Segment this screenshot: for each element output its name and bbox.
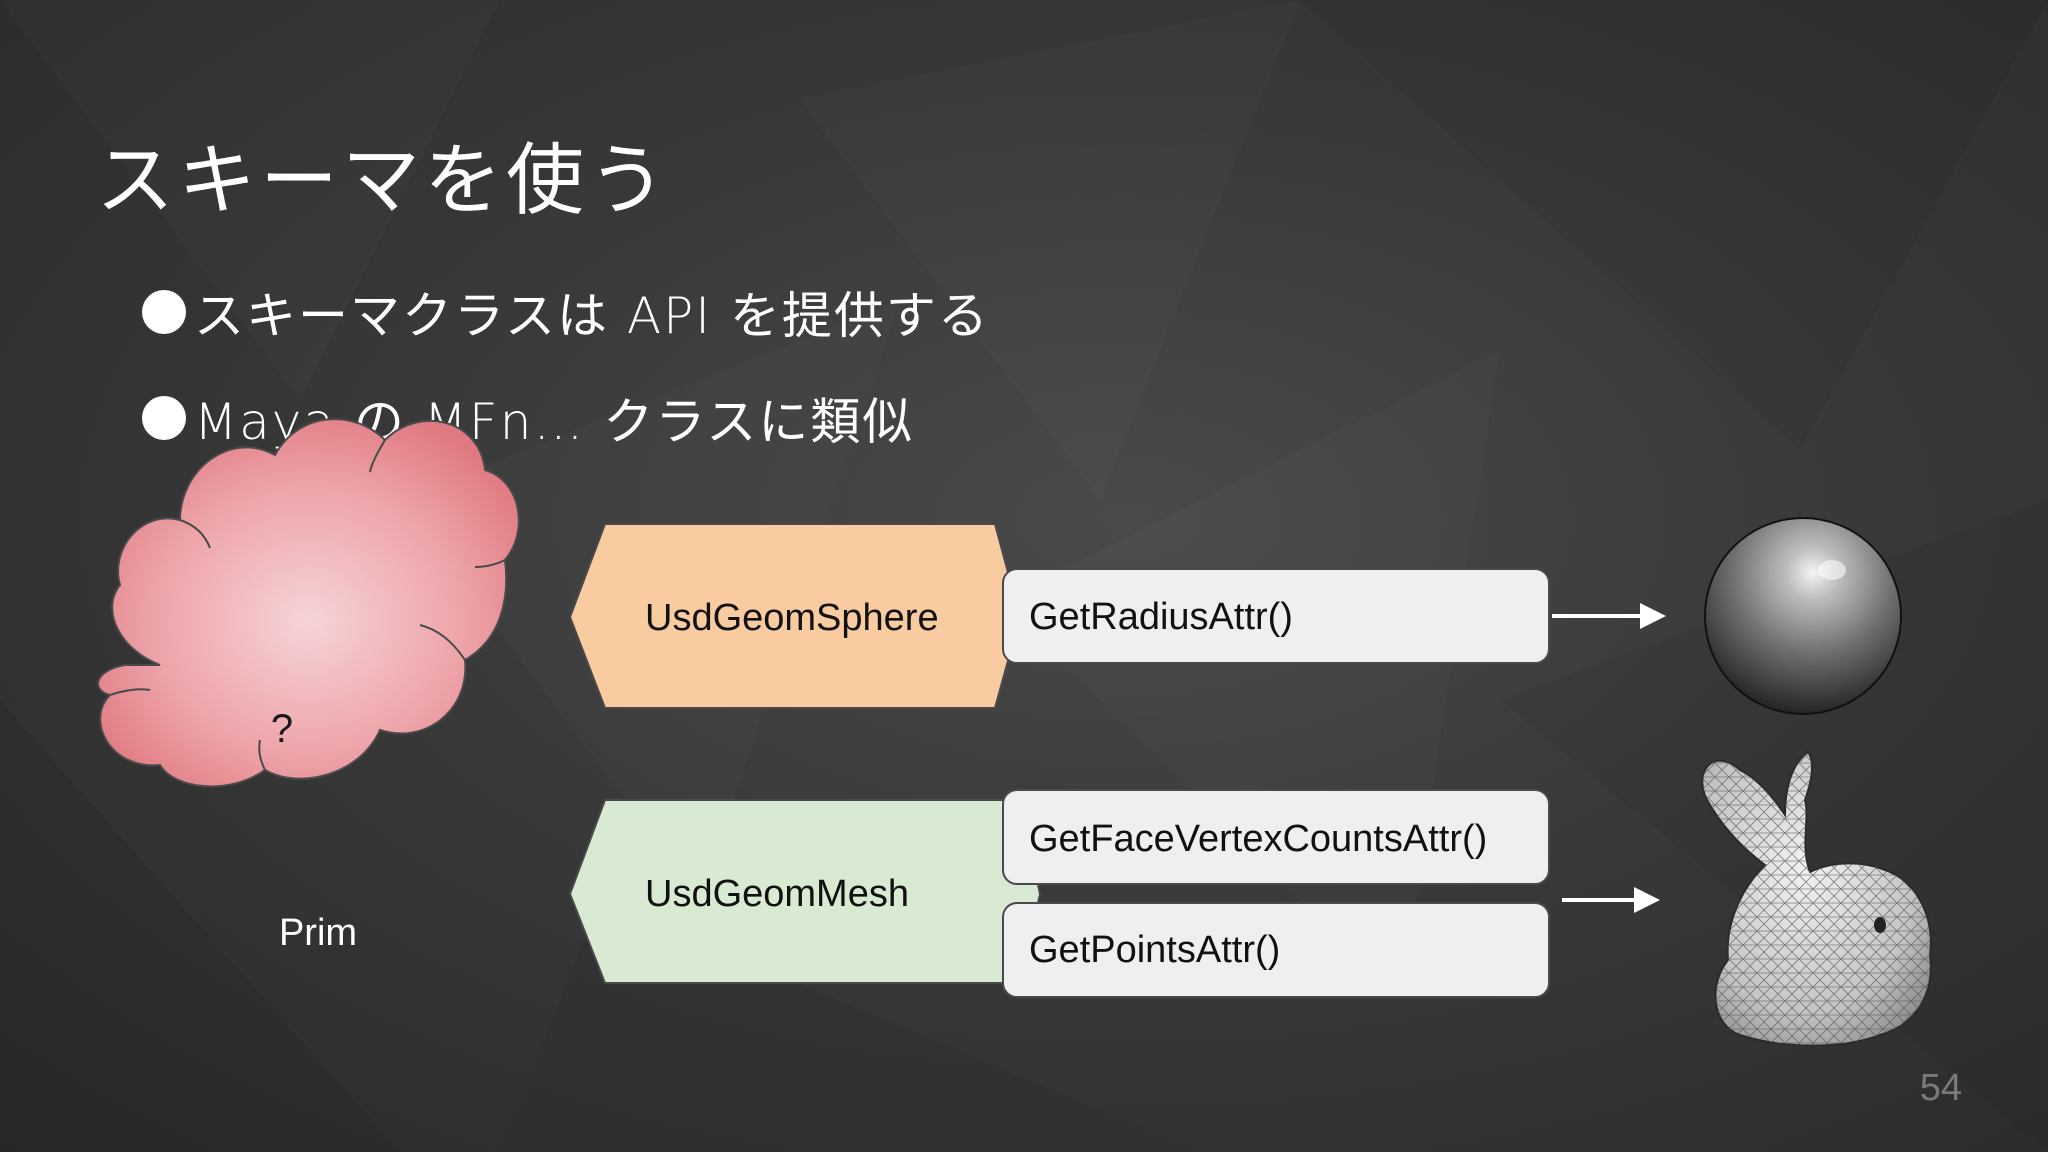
method-label-getpointsattr: GetPointsAttr() xyxy=(1029,929,1280,971)
method-box-getpointsattr xyxy=(1002,902,1550,998)
method-box-getfacevertexcountsattr xyxy=(1002,789,1550,885)
slide-title: スキーマを使う xyxy=(96,136,671,226)
arrow-to-mesh xyxy=(1562,887,1660,913)
schema-shape-usdgeomsphere xyxy=(568,523,1022,709)
arrow-to-sphere xyxy=(1552,603,1666,629)
bullet-dot-icon xyxy=(142,396,186,440)
page-number: 54 xyxy=(1919,1067,1962,1109)
prim-symbol: ? xyxy=(271,707,293,751)
bullet-text: スキーマクラスは API を提供する xyxy=(194,287,990,345)
prim-cloud xyxy=(97,418,520,788)
sphere-icon xyxy=(1704,517,1902,715)
prim-label: Prim xyxy=(279,912,357,954)
schema-label-usdgeomsphere: UsdGeomSphere xyxy=(645,597,939,639)
method-label-getradiusattr: GetRadiusAttr() xyxy=(1029,596,1293,638)
bullet-item: スキーマクラスは API を提供する xyxy=(142,276,990,348)
bullet-dot-icon xyxy=(142,290,186,334)
bunny-mesh-icon xyxy=(1701,750,1932,1047)
schema-label-usdgeommesh: UsdGeomMesh xyxy=(645,873,909,915)
method-label-getfacevertexcountsattr: GetFaceVertexCountsAttr() xyxy=(1029,818,1487,860)
method-box-getradiusattr xyxy=(1002,568,1550,664)
